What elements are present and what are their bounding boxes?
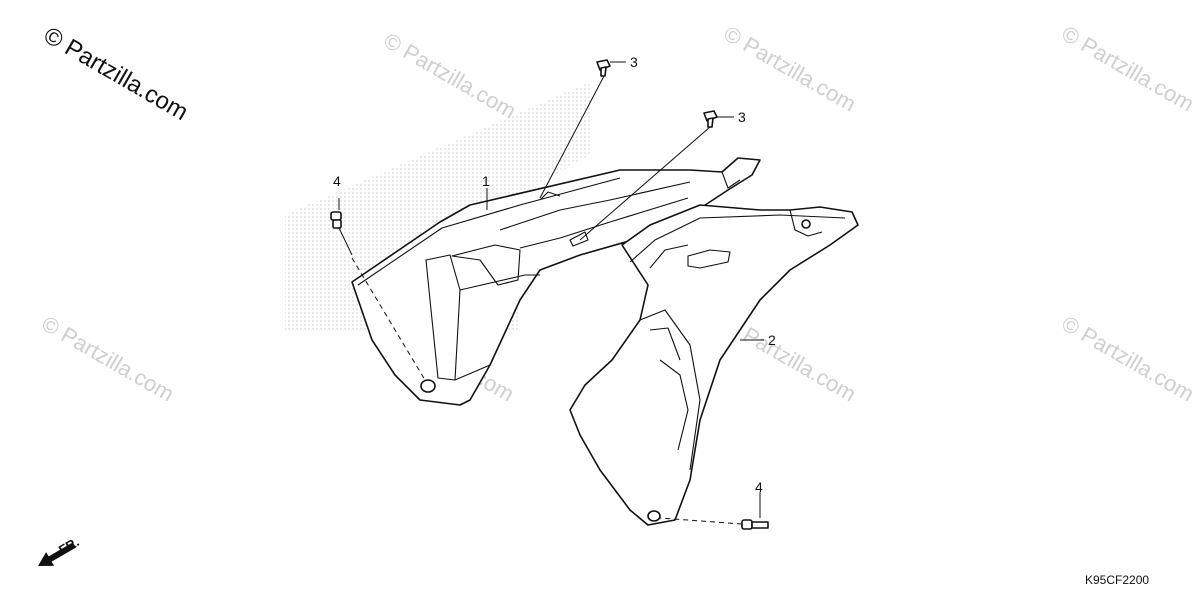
diagram-code: K95CF2200 xyxy=(1085,573,1149,587)
part-2-outer-shroud xyxy=(569,204,859,526)
leader-lines xyxy=(338,61,764,525)
watermark: © Partzilla.com xyxy=(1058,311,1199,407)
mount-hole xyxy=(647,510,661,522)
callout-clip-4: 4 xyxy=(333,173,341,189)
watermark: © Partzilla.com xyxy=(1058,21,1199,117)
clip-right xyxy=(741,519,769,530)
watermark-main: © Partzilla.com xyxy=(39,22,193,126)
callout-bolt-3: 3 xyxy=(738,109,746,125)
bolt-top-left xyxy=(596,59,611,77)
watermark: © Partzilla.com xyxy=(720,21,861,117)
callout-part-2: 2 xyxy=(768,332,776,348)
callout-bolt-3: 3 xyxy=(630,54,638,70)
bolt-top-right xyxy=(703,110,718,128)
mount-hole xyxy=(801,219,811,229)
part-1-inner-shroud xyxy=(351,157,761,406)
watermark: © Partzilla.com xyxy=(38,311,179,407)
clip-left xyxy=(330,211,342,229)
mount-hole xyxy=(420,379,436,393)
watermark: © Partzilla.com xyxy=(380,28,521,124)
callout-part-1: 1 xyxy=(482,173,490,189)
front-direction-arrow-icon xyxy=(38,542,76,566)
callout-clip-4: 4 xyxy=(755,479,763,495)
